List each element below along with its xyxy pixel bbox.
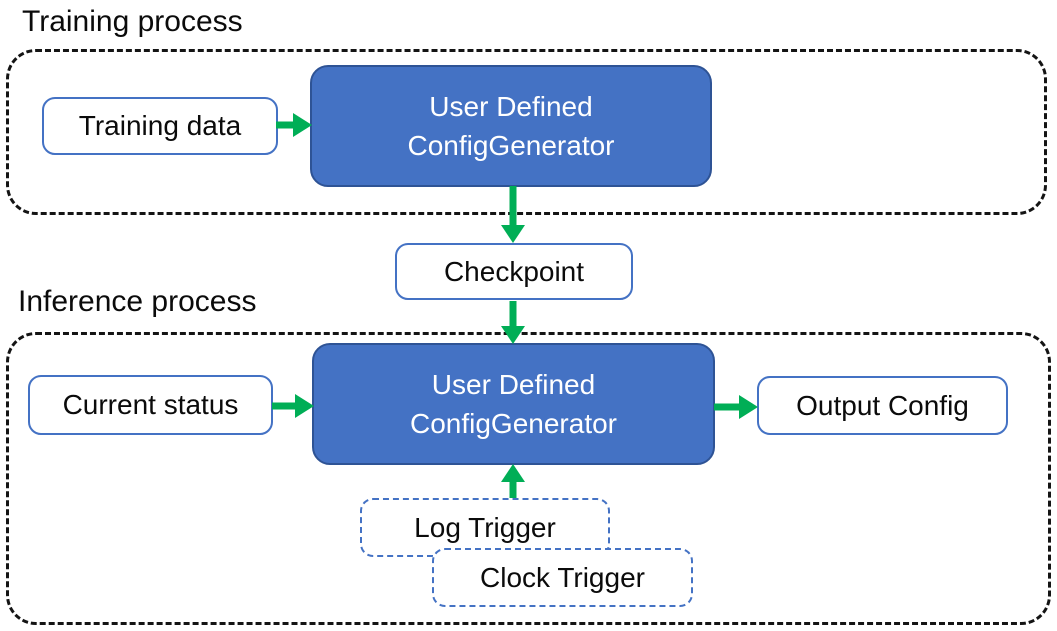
- config-generator-inference-line2: ConfigGenerator: [409, 408, 617, 439]
- config-generator-inference-box: User Defined ConfigGenerator: [312, 343, 715, 465]
- output-config-box: Output Config: [757, 376, 1008, 435]
- current-status-label: Current status: [62, 389, 239, 420]
- config-generator-inference-line1: User Defined: [431, 369, 596, 400]
- inference-process-title: Inference process: [18, 285, 257, 318]
- arrow-down-icon: [501, 186, 525, 243]
- config-generator-training-box: User Defined ConfigGenerator: [310, 65, 712, 187]
- connector-triggers-to-generator: [497, 464, 529, 498]
- arrow-right-icon: [276, 113, 312, 137]
- arrow-down-icon: [501, 301, 525, 344]
- training-process-container: [6, 49, 1047, 215]
- training-data-label: Training data: [78, 110, 242, 141]
- log-trigger-box: Log Trigger: [360, 498, 610, 557]
- current-status-box: Current status: [28, 375, 273, 435]
- connector-generator-to-checkpoint: [497, 186, 529, 243]
- connector-checkpoint-to-generator: [497, 301, 529, 344]
- checkpoint-label: Checkpoint: [443, 255, 585, 287]
- log-trigger-label: Log Trigger: [414, 511, 556, 543]
- arrow-right-icon: [714, 395, 758, 419]
- training-process-title: Training process: [22, 5, 243, 38]
- config-generator-training-line2: ConfigGenerator: [407, 130, 615, 161]
- clock-trigger-box: Clock Trigger: [432, 548, 693, 607]
- training-data-box: Training data: [42, 97, 278, 155]
- config-generator-training-line1: User Defined: [429, 91, 593, 122]
- arrow-right-icon: [272, 394, 314, 418]
- connector-training-data-to-generator: [276, 109, 312, 141]
- clock-trigger-label: Clock Trigger: [480, 561, 645, 593]
- connector-generator-to-output: [714, 391, 758, 423]
- connector-current-status-to-generator: [272, 390, 314, 422]
- arrow-up-icon: [501, 464, 525, 498]
- checkpoint-box: Checkpoint: [395, 243, 633, 300]
- output-config-label: Output Config: [796, 389, 969, 421]
- inference-process-container: [6, 332, 1051, 625]
